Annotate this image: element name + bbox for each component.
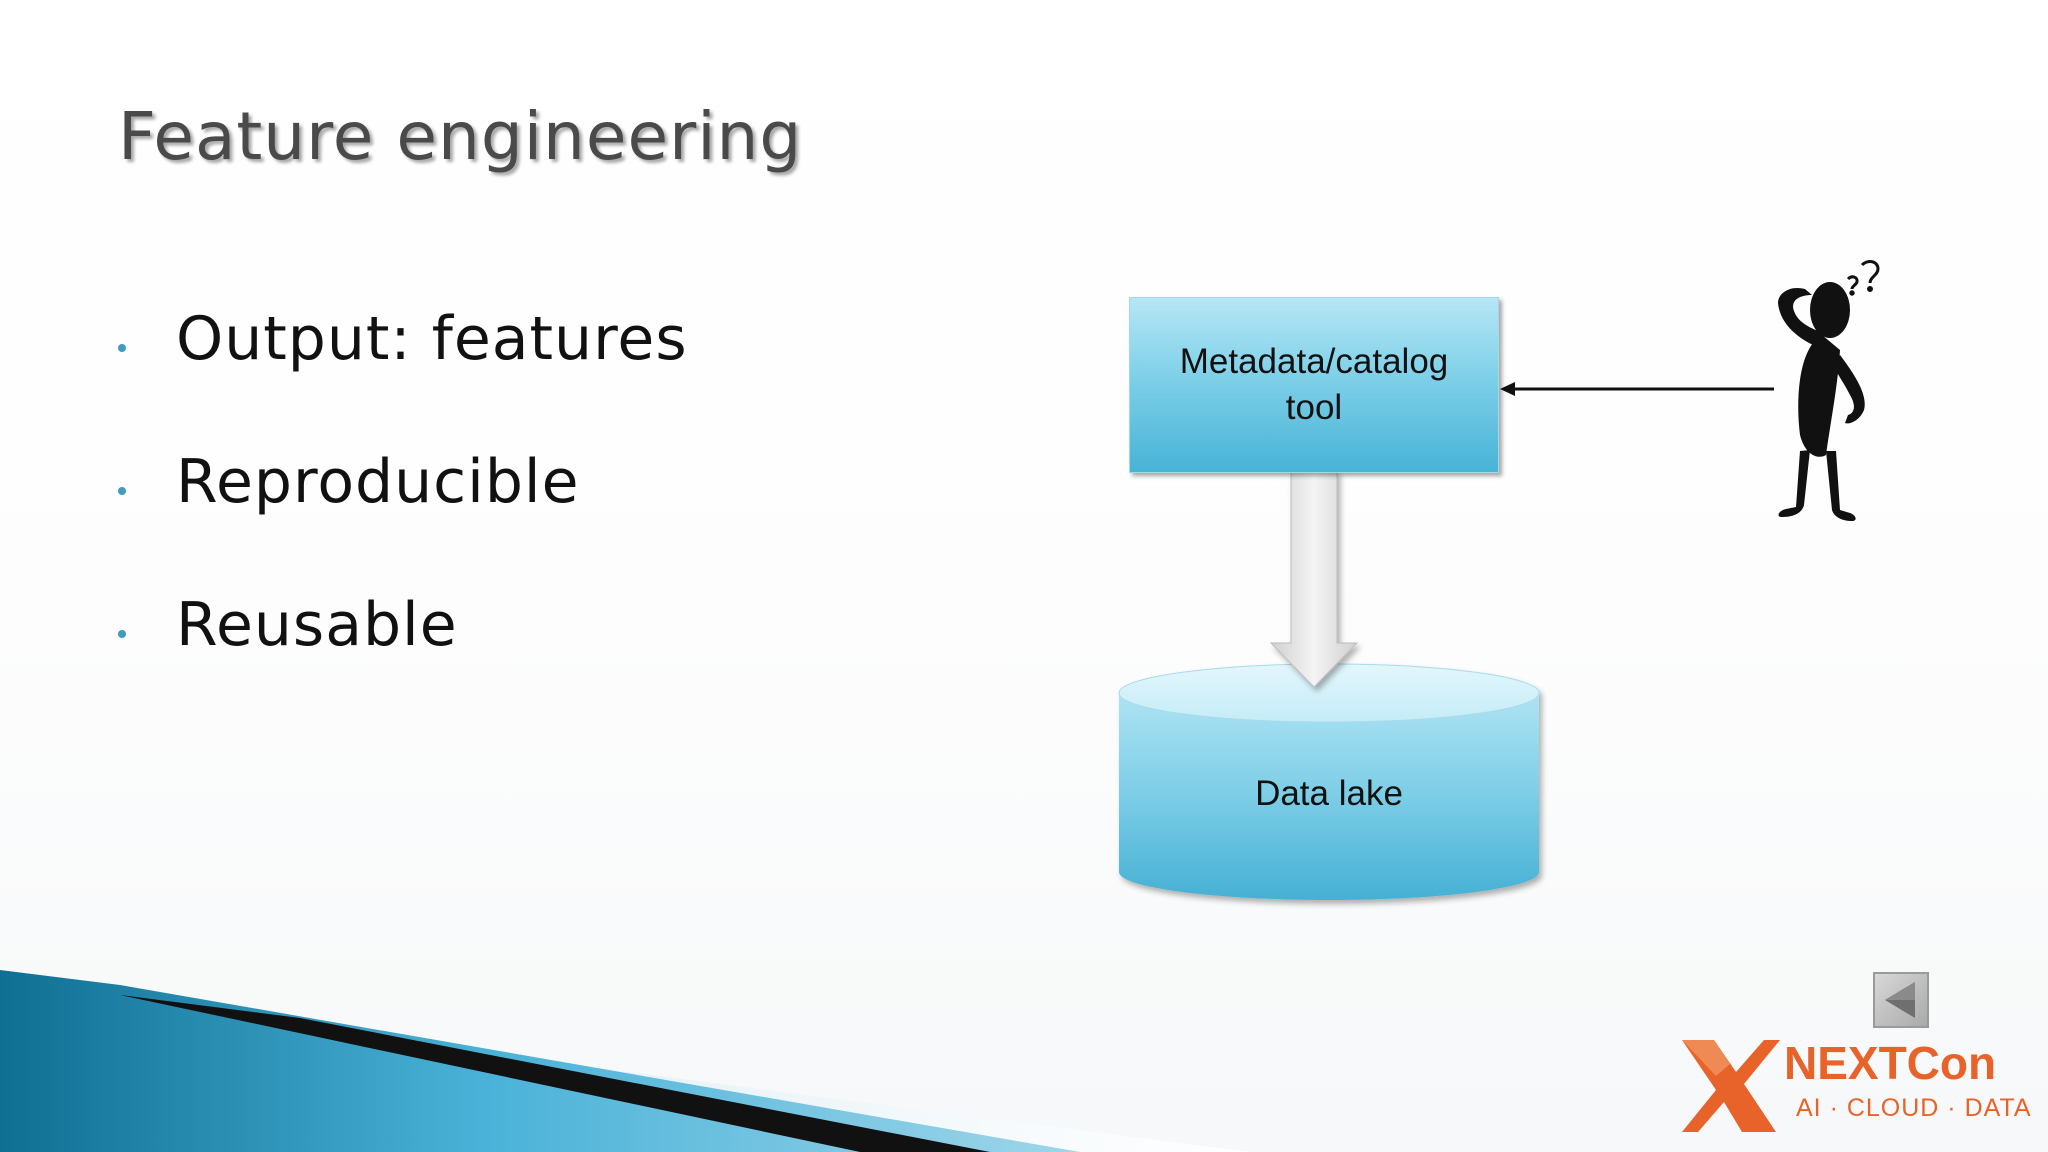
confused-person-icon xyxy=(1778,260,1880,521)
bullet-text: Reproducible xyxy=(176,447,580,517)
metadata-catalog-line1: Metadata/catalog xyxy=(1179,342,1449,381)
data-lake-cylinder xyxy=(1118,663,1540,900)
bullet-dot-icon xyxy=(118,344,126,352)
metadata-catalog-box: Metadata/catalog tool xyxy=(1129,297,1499,473)
left-arrow xyxy=(1500,382,1774,396)
bullet-dot-icon xyxy=(118,487,126,495)
down-arrow xyxy=(1269,470,1359,688)
back-triangle-icon xyxy=(1885,982,1915,1018)
bullet-text: Output: features xyxy=(176,304,688,374)
bullet-text: Reusable xyxy=(176,590,458,660)
back-navigation-button[interactable] xyxy=(1873,972,1929,1028)
logo-tagline: AI · CLOUD · DATA xyxy=(1796,1094,2032,1122)
logo-name: NEXTCon xyxy=(1784,1037,1997,1089)
slide-title: Feature engineering xyxy=(118,98,803,175)
nextcon-x-mark-icon xyxy=(1682,1040,1780,1132)
swoosh-black-stripe xyxy=(120,995,990,1152)
metadata-catalog-label: Metadata/catalog tool xyxy=(1149,339,1479,431)
bullet-dot-icon xyxy=(118,630,126,638)
metadata-catalog-line2: tool xyxy=(1285,388,1343,427)
data-lake-label: Data lake xyxy=(1255,774,1403,813)
nextcon-logo: NEXTCon AI · CLOUD · DATA xyxy=(1676,1036,2031,1136)
